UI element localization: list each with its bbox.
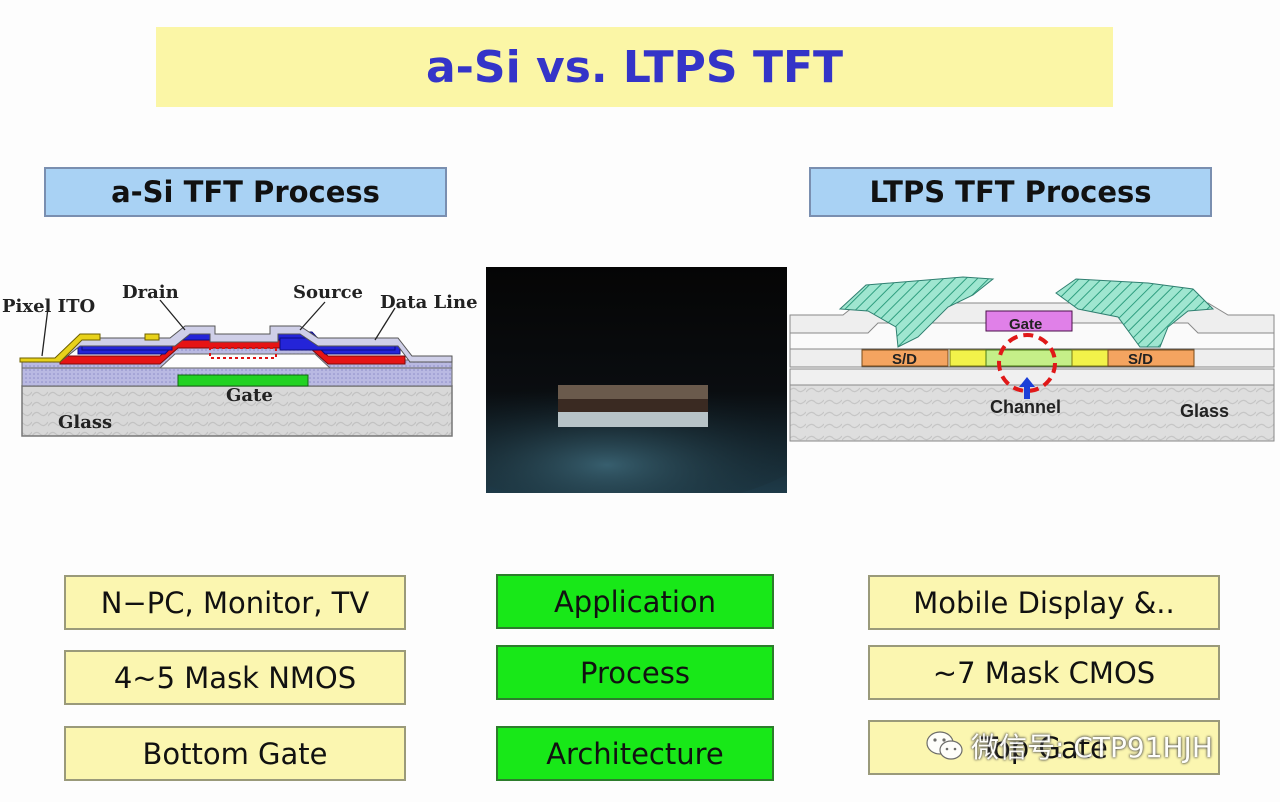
a-si-process-box: 4~5 Mask NMOS — [64, 650, 406, 705]
tft-3d-render-image — [486, 267, 787, 493]
ltps-gate-electrode — [985, 310, 1073, 332]
ltps-tft-cross-section: Gate S/D S/D Channel Glass — [789, 276, 1275, 442]
channel-label: Channel — [990, 397, 1061, 417]
a-si-glass-label: Glass — [58, 412, 112, 433]
a-si-process-header: a-Si TFT Process — [44, 167, 447, 217]
source-label: Source — [293, 282, 363, 303]
a-si-gate-layer — [177, 374, 309, 387]
architecture-category-box: Architecture — [496, 726, 774, 781]
pixel-ito-label: Pixel ITO — [2, 296, 95, 317]
channel-arrow-icon — [1019, 377, 1035, 399]
application-category-box: Application — [496, 574, 774, 629]
ltps-architecture-box: Top Gate — [868, 720, 1220, 775]
ltps-process-header-label: LTPS TFT Process — [869, 175, 1152, 209]
a-si-tft-cross-section: Pixel ITO Drain Source Data Line Gate Gl… — [2, 282, 478, 437]
ltps-glass-label: Glass — [1180, 401, 1229, 421]
sd-left-label: S/D — [892, 351, 917, 368]
page-title: a-Si vs. LTPS TFT — [425, 41, 844, 93]
a-si-gate-label: Gate — [226, 385, 273, 406]
wechat-icon — [926, 731, 963, 760]
drain-label: Drain — [122, 282, 179, 303]
a-si-process-header-label: a-Si TFT Process — [111, 175, 380, 209]
title-banner: a-Si vs. LTPS TFT — [156, 27, 1113, 107]
ltps-process-box: ~7 Mask CMOS — [868, 645, 1220, 700]
sd-right-label: S/D — [1128, 351, 1153, 368]
watermark: 微信号: CTP91HJH — [925, 726, 1213, 766]
data-line-label: Data Line — [380, 292, 478, 313]
a-si-glass-substrate — [21, 385, 453, 437]
ltps-process-header: LTPS TFT Process — [809, 167, 1212, 217]
a-si-architecture-box: Bottom Gate — [64, 726, 406, 781]
a-si-application-box: N−PC, Monitor, TV — [64, 575, 406, 630]
ltps-gate-label: Gate — [1009, 316, 1042, 333]
watermark-text: 微信号: CTP91HJH — [971, 731, 1213, 764]
process-category-box: Process — [496, 645, 774, 700]
ltps-application-box: Mobile Display &.. — [868, 575, 1220, 630]
